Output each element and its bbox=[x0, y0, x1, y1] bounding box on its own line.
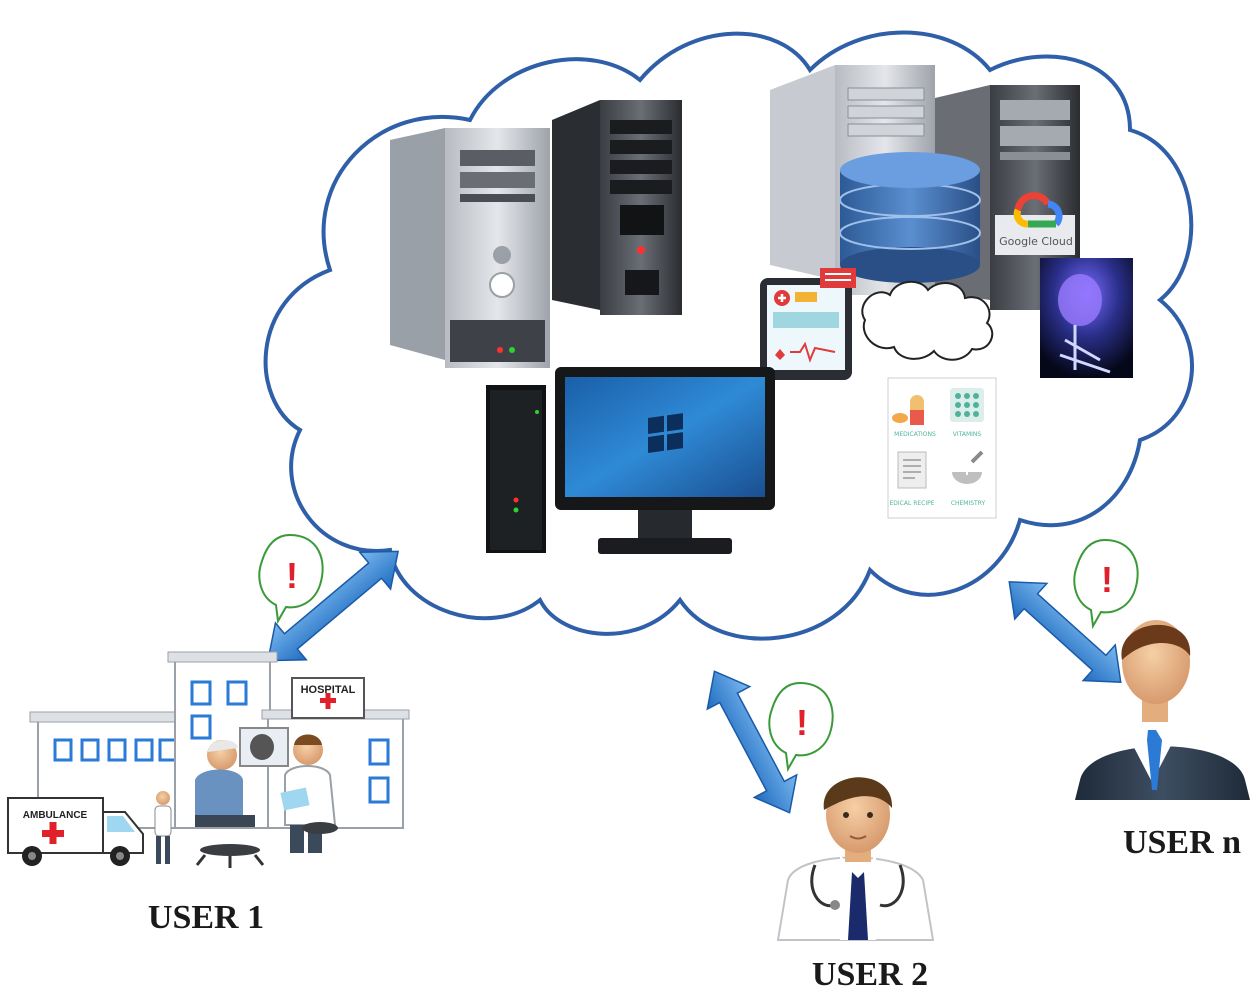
alert-bubble-usern-icon: ! bbox=[1073, 538, 1139, 630]
chemistry-mortar-icon bbox=[952, 450, 984, 484]
server-tower-google-4: Google Cloud bbox=[935, 85, 1080, 310]
desktop-tower-black bbox=[486, 385, 546, 553]
ambulance-label: AMBULANCE bbox=[23, 810, 88, 821]
xray-brain-image-icon bbox=[1040, 258, 1133, 378]
alert-mark: ! bbox=[796, 702, 808, 743]
doctor-patient-consultation bbox=[195, 727, 338, 868]
alert-bubble-user2-icon: ! bbox=[768, 681, 834, 773]
arrow-user1-cloud bbox=[266, 550, 400, 662]
ambulance-cross-icon bbox=[42, 822, 64, 844]
arrow-user2-cloud bbox=[706, 670, 798, 814]
vitamins-icon bbox=[950, 388, 984, 422]
server-tower-gray-1 bbox=[390, 128, 550, 368]
pharmacy-item-medical-recipe: EDICAL RECIPE bbox=[889, 500, 934, 507]
hospital-sign-text: HOSPITAL bbox=[301, 684, 356, 696]
database-cylinder-icon bbox=[839, 152, 981, 283]
tablet-health-record-icon bbox=[760, 268, 856, 380]
user2-doctor-avatar bbox=[776, 777, 935, 941]
arrow-usern-cloud bbox=[1008, 581, 1122, 683]
windows-logo-icon bbox=[648, 413, 683, 453]
google-cloud-brand-text: Google Cloud bbox=[999, 235, 1073, 248]
user2-label: USER 2 bbox=[812, 956, 928, 991]
medical-recipe-icon bbox=[897, 451, 927, 489]
windows-monitor bbox=[555, 367, 775, 554]
alert-bubble-user1-icon: ! bbox=[258, 533, 324, 625]
usern-businessman-avatar bbox=[1075, 620, 1250, 800]
hospital-cross-icon bbox=[320, 693, 336, 709]
medications-icon bbox=[892, 395, 924, 425]
pharmacy-item-medications: MEDICATIONS bbox=[894, 431, 936, 438]
ambulance: AMBULANCE bbox=[7, 797, 144, 866]
alert-mark: ! bbox=[286, 555, 298, 596]
server-tower-black-2 bbox=[552, 100, 682, 315]
alert-mark: ! bbox=[1101, 559, 1113, 600]
google-cloud-logo-icon bbox=[1013, 192, 1063, 228]
pharmacy-item-chemistry: CHEMISTRY bbox=[951, 500, 986, 507]
pharmacy-item-vitamins: VITAMINS bbox=[953, 431, 982, 438]
usern-label: USER n bbox=[1123, 824, 1241, 861]
small-cloud-icon bbox=[861, 280, 994, 361]
pharmacy-card: MEDICATIONS VITAMINS EDICAL RECIPE CHEMI… bbox=[887, 377, 997, 519]
user1-label: USER 1 bbox=[148, 899, 264, 936]
small-doctor-figure bbox=[154, 791, 172, 864]
